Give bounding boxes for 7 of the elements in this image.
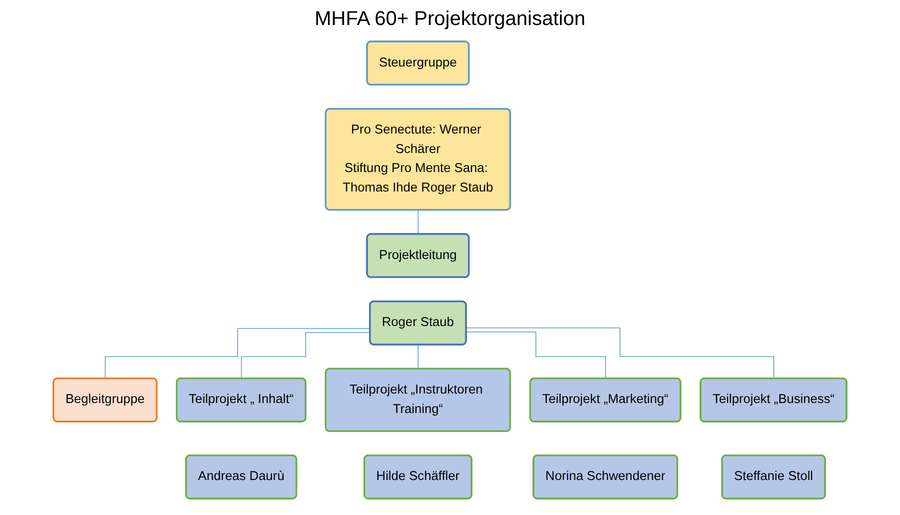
connector — [466, 332, 606, 380]
connector — [418, 344, 419, 370]
connector — [418, 210, 419, 235]
connector — [240, 332, 371, 380]
diagram-title: MHFA 60+ Projektorganisation — [314, 8, 586, 31]
connector — [466, 328, 774, 380]
connector — [104, 328, 371, 380]
